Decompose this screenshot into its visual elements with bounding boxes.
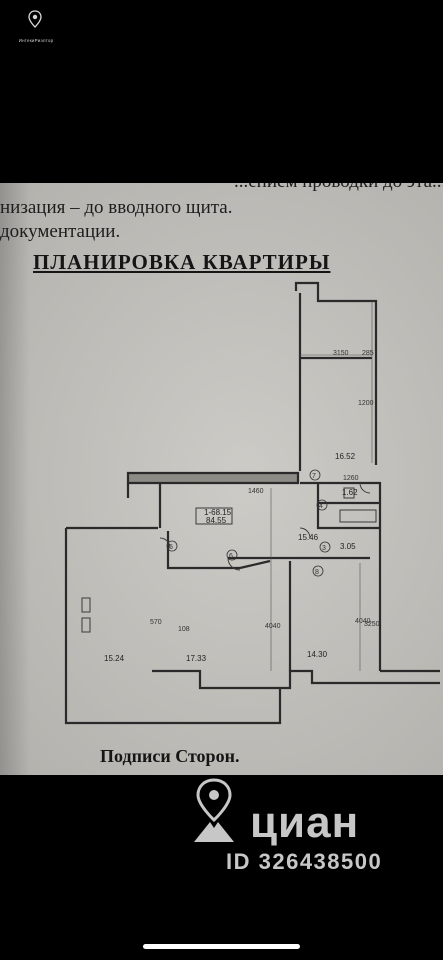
- room-area: 1.62: [342, 488, 358, 497]
- dimension-label: 1260: [343, 475, 359, 482]
- agency-logo: ИнтекиРиэлтор: [6, 6, 66, 50]
- location-pin-icon: [28, 10, 42, 28]
- agency-logo-name: ИнтекиРиэлтор: [18, 38, 54, 43]
- cian-brand-text: циан: [250, 798, 360, 847]
- dimension-label: 1460: [248, 488, 264, 495]
- home-indicator[interactable]: [143, 944, 300, 949]
- room-area: 15.46: [298, 533, 319, 542]
- dimension-label: 570: [150, 619, 162, 626]
- dimension-label: 4040: [265, 623, 281, 630]
- room-marker: 6: [229, 553, 233, 560]
- dimension-label: 1200: [358, 400, 374, 407]
- plan-heading: ПЛАНИРОВКА КВАРТИРЫ: [33, 250, 331, 274]
- room-marker: 8: [315, 569, 319, 576]
- room-area: 15.24: [104, 654, 125, 663]
- dimension-label: 285: [362, 350, 374, 357]
- room-marker: 5: [169, 544, 173, 551]
- cian-watermark: циан ID 326438500: [190, 776, 430, 886]
- cian-logo-icon: [194, 778, 234, 842]
- total-area-living: 1-68.15: [204, 508, 232, 517]
- room-area: 3.05: [340, 542, 356, 551]
- floor-plan-photo[interactable]: ...ением проводки до эта... низация – до…: [0, 183, 443, 775]
- signatures-caption: Подписи Сторон.: [100, 746, 240, 766]
- total-area: 84.55: [206, 516, 227, 525]
- room-area: 14.30: [307, 650, 328, 659]
- room-marker: 3: [322, 545, 326, 552]
- document-text-line: ...ением проводки до эта...: [234, 183, 443, 193]
- room-marker: 7: [312, 473, 316, 480]
- dimension-label: 108: [178, 626, 190, 633]
- document-text-line: документации.: [0, 221, 121, 242]
- document-text-line: низация – до вводного щита.: [0, 197, 233, 218]
- dimension-label: 3250: [364, 621, 380, 628]
- room-area: 16.52: [335, 452, 356, 461]
- listing-id: ID 326438500: [226, 849, 383, 874]
- room-marker: 4: [319, 503, 323, 510]
- dimension-label: 4040: [355, 618, 371, 625]
- room-area: 17.33: [186, 654, 207, 663]
- dimension-label: 3150: [333, 350, 349, 357]
- apartment-floor-plan: 7 4 5 6 8 3 1-68.15 84.55 16.52 1.62 3.0…: [64, 281, 440, 725]
